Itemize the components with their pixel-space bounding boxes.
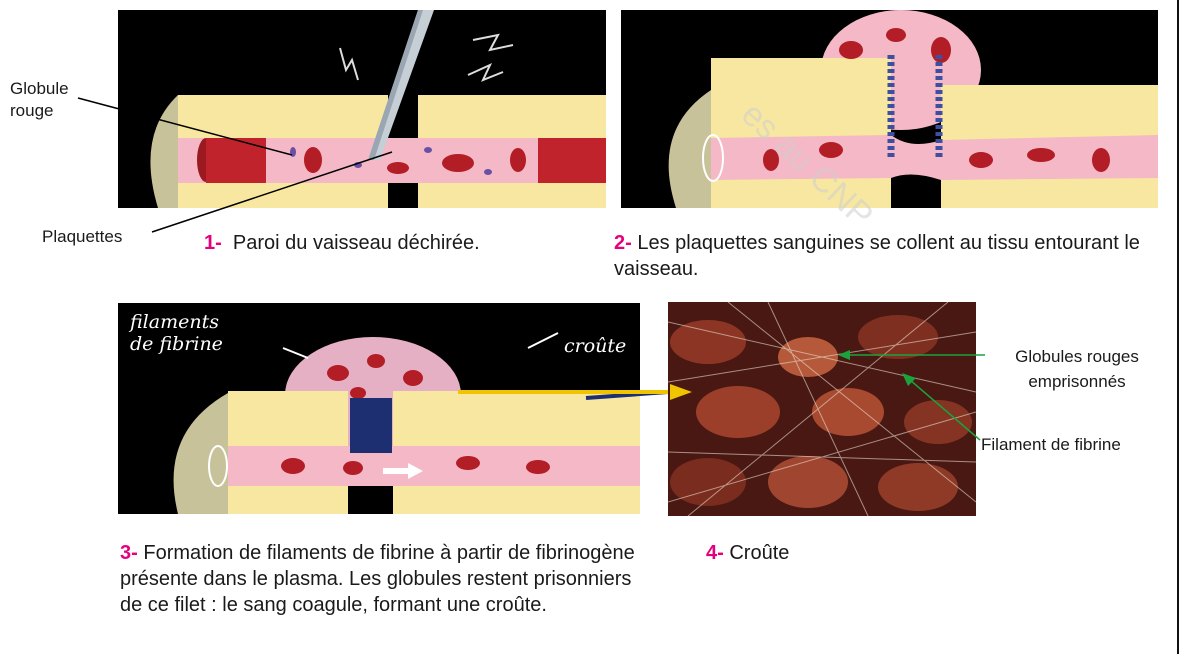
caption-3-text: Formation de filaments de fibrine à part… bbox=[120, 542, 635, 616]
micrograph-illustration bbox=[668, 302, 976, 516]
panel-3-fibrin: filaments de fibrine croûte bbox=[118, 303, 640, 514]
panel-4-micrograph bbox=[668, 302, 976, 516]
panel-2-illustration bbox=[621, 10, 1158, 208]
caption-1: 1- Paroi du vaisseau déchirée. bbox=[204, 230, 480, 256]
caption-2: 2- Les plaquettes sanguines se collent a… bbox=[614, 230, 1154, 282]
filaments-de-fibrine-chalk-label: filaments de fibrine bbox=[130, 311, 223, 355]
caption-2-number: 2- bbox=[614, 232, 632, 254]
caption-4-text: Croûte bbox=[729, 542, 789, 564]
globule-rouge-label: Globule rouge bbox=[10, 78, 90, 122]
chalk-line-1: filaments bbox=[130, 311, 223, 333]
filament-fibrine-label: Filament de fibrine bbox=[981, 434, 1121, 456]
caption-1-text: Paroi du vaisseau déchirée. bbox=[233, 232, 480, 254]
caption-4: 4- Croûte bbox=[706, 540, 789, 566]
panel-2-platelets bbox=[621, 10, 1158, 208]
right-border bbox=[1177, 0, 1179, 654]
globules-emprisonnes-label: Globules rouges emprisonnés bbox=[992, 344, 1162, 394]
panel-1-torn-vessel bbox=[118, 10, 606, 208]
caption-3: 3- Formation de filaments de fibrine à p… bbox=[120, 540, 640, 618]
globule-rouge-text: Globule rouge bbox=[10, 79, 69, 120]
panel-1-illustration bbox=[118, 10, 606, 208]
caption-4-number: 4- bbox=[706, 542, 724, 564]
plaquettes-label: Plaquettes bbox=[42, 226, 122, 248]
croute-chalk-label: croûte bbox=[564, 335, 626, 357]
caption-3-number: 3- bbox=[120, 542, 138, 564]
caption-1-number: 1- bbox=[204, 232, 222, 254]
caption-2-text: Les plaquettes sanguines se collent au t… bbox=[614, 232, 1140, 280]
chalk-line-2: de fibrine bbox=[130, 333, 223, 355]
